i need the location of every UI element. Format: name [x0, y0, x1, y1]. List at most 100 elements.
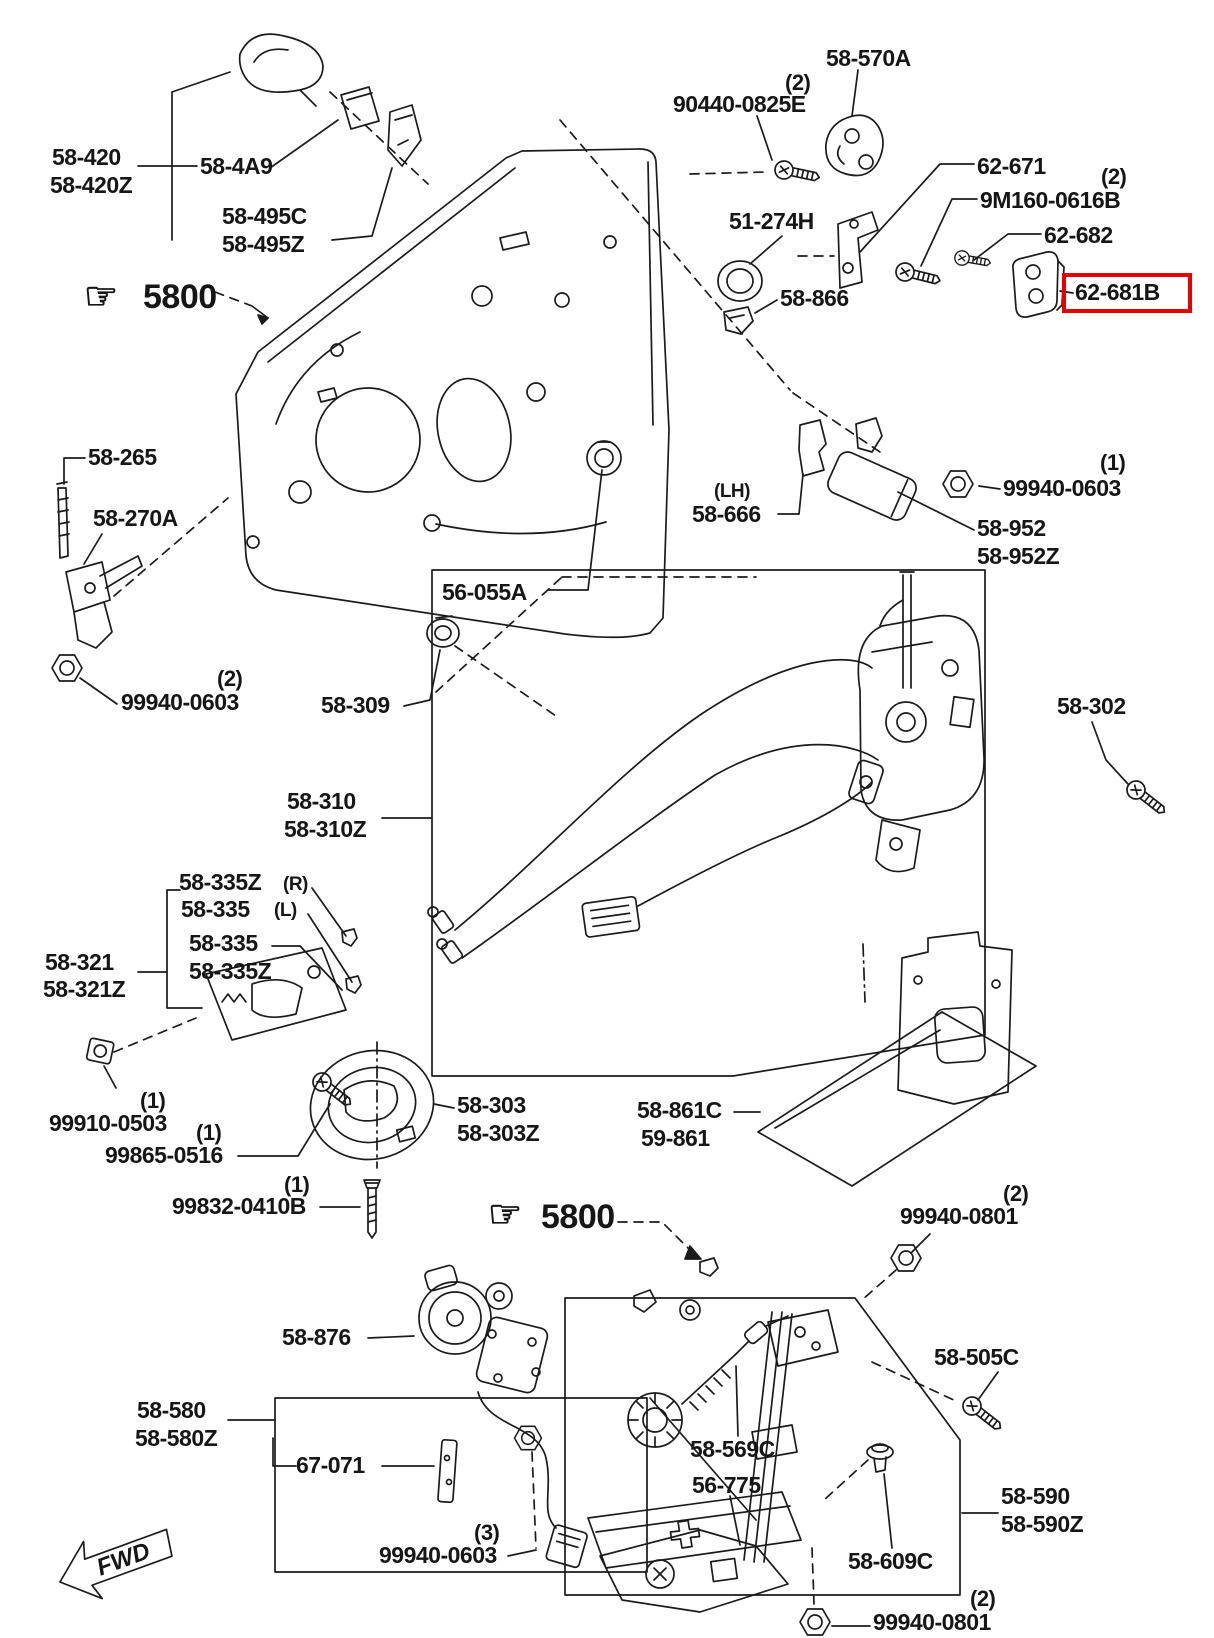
- part-label-21-99940-0603: 99940-0603: [1003, 475, 1121, 501]
- part-label-5-5800: 5800: [143, 278, 217, 316]
- part-label-36-58-335Z: 58-335Z: [189, 958, 272, 984]
- nut-99940-0801-bottom: [799, 1547, 871, 1636]
- part-label-8-58-570A: 58-570A: [826, 45, 911, 71]
- part-label-46-58-303Z: 58-303Z: [457, 1120, 540, 1146]
- part-label-24-56-055A: 56-055A: [442, 579, 527, 605]
- part-label-35-58-335: 58-335: [189, 930, 258, 956]
- door-inner-panel: [235, 148, 670, 639]
- part-label-40-99910-0503: 99910-0503: [49, 1110, 167, 1136]
- part-label-13-62-681B: 62-681B: [1075, 279, 1160, 305]
- part-label-58--2-: (2): [1003, 1181, 1029, 1206]
- part-label-53-67-071: 67-071: [296, 1452, 365, 1478]
- part-label-18--LH-: (LH): [714, 481, 750, 502]
- part-label-20--1-: (1): [1100, 450, 1126, 475]
- part-label-15-58-866: 58-866: [780, 285, 849, 311]
- part-label-41--1-: (1): [196, 1120, 222, 1145]
- door-striker: [689, 69, 884, 177]
- nut-99910-0503: [85, 1017, 197, 1089]
- inner-handle-bracket: [137, 887, 362, 1041]
- part-label-38-58-321Z: 58-321Z: [43, 976, 126, 1002]
- part-label-12-62-682: 62-682: [1044, 222, 1113, 248]
- part-label-51-58-580: 58-580: [137, 1397, 206, 1423]
- part-label-39--1-: (1): [140, 1088, 166, 1113]
- part-label-55-99940-0603: 99940-0603: [379, 1542, 497, 1568]
- part-label-47-58-861C: 58-861C: [637, 1097, 722, 1123]
- grommet-51-274H: [717, 235, 783, 302]
- outer-door-handle: [238, 33, 429, 185]
- part-label-61-58-590: 58-590: [1001, 1483, 1070, 1509]
- part-label-31-58-335Z: 58-335Z: [179, 869, 262, 895]
- part-label-52-58-580Z: 58-580Z: [135, 1425, 218, 1451]
- part-label-63-58-609C: 58-609C: [848, 1548, 933, 1574]
- grommet-58-309: [403, 615, 557, 717]
- part-label-32--R-: (R): [283, 874, 308, 895]
- part-label-43--1-: (1): [284, 1172, 310, 1197]
- part-label-65-99940-0801: 99940-0801: [873, 1609, 991, 1635]
- latch-assembly-box: [381, 569, 986, 1077]
- part-label-37-58-321: 58-321: [45, 949, 114, 975]
- clip-58-866: [723, 299, 778, 335]
- screw-99865-0516: [237, 1068, 357, 1157]
- hinge-bracket-62-671: [797, 163, 1042, 291]
- block-58-952: [827, 417, 975, 531]
- window-motor-58-876: [367, 1264, 549, 1394]
- part-label-29-58-310Z: 58-310Z: [284, 816, 367, 842]
- fwd-arrow: FWD: [59, 1528, 173, 1600]
- part-label-44-99832-0410B: 99832-0410B: [172, 1193, 306, 1219]
- part-label-48-59-861: 59-861: [641, 1125, 710, 1151]
- seal-58-666: [777, 419, 827, 515]
- part-label-10--2-: (2): [1101, 164, 1127, 189]
- screw-90440: [756, 115, 822, 188]
- part-label-17-58-270A: 58-270A: [93, 505, 178, 531]
- hand-pointer-icon: ☞: [84, 276, 119, 318]
- part-label-1-58-420Z: 58-420Z: [50, 172, 133, 198]
- nut-99940-0801-top: [861, 1233, 931, 1301]
- part-label-6--2-: (2): [785, 70, 811, 95]
- highlight-box: [1062, 273, 1192, 313]
- part-label-22-58-952: 58-952: [977, 515, 1046, 541]
- bolt-58-505C: [871, 1361, 1007, 1437]
- part-label-34--L-: (L): [274, 900, 297, 921]
- part-label-3-58-495C: 58-495C: [222, 203, 307, 229]
- part-label-54--3-: (3): [474, 1520, 500, 1545]
- part-label-27-58-309: 58-309: [321, 692, 390, 718]
- screw-58-302: [1091, 721, 1171, 821]
- part-label-2-58-4A9: 58-4A9: [200, 153, 273, 179]
- part-label-7-90440-0825E: 90440-0825E: [673, 91, 806, 117]
- part-label-50-58-876: 58-876: [282, 1324, 351, 1350]
- part-label-0-58-420: 58-420: [52, 144, 121, 170]
- nut-99940-0603-right: [942, 470, 1001, 498]
- part-label-49-5800: 5800: [541, 1198, 615, 1236]
- hand-pointer-icon: ☞: [488, 1194, 523, 1236]
- part-label-14-51-274H: 51-274H: [729, 208, 814, 234]
- grommet-56-055A: [547, 440, 622, 591]
- door-check-assembly: [56, 457, 229, 649]
- screw-99832-0410B: [319, 1041, 381, 1239]
- part-label-62-58-590Z: 58-590Z: [1001, 1511, 1084, 1537]
- part-label-57-56-775: 56-775: [692, 1472, 761, 1498]
- part-label-33-58-335: 58-335: [181, 896, 250, 922]
- trim-panels: [733, 931, 1037, 1187]
- part-label-28-58-310: 58-310: [287, 788, 356, 814]
- part-label-26-99940-0603: 99940-0603: [121, 689, 239, 715]
- part-label-45-58-303: 58-303: [457, 1092, 526, 1118]
- part-label-56-58-569C: 58-569C: [690, 1436, 775, 1462]
- part-label-30-58-302: 58-302: [1057, 693, 1126, 719]
- wiring-box-58-580: [227, 1391, 648, 1573]
- part-label-42-99865-0516: 99865-0516: [105, 1142, 223, 1168]
- stud-58-609C: [823, 1443, 894, 1549]
- part-label-9-62-671: 62-671: [977, 153, 1046, 179]
- nut-99940-0603-left: [51, 654, 118, 705]
- part-label-64--2-: (2): [970, 1586, 996, 1611]
- fwd-label: FWD: [93, 1537, 154, 1581]
- part-label-11-9M160-0616B: 9M160-0616B: [980, 187, 1121, 213]
- part-label-59-99940-0801: 99940-0801: [900, 1203, 1018, 1229]
- part-label-4-58-495Z: 58-495Z: [222, 231, 305, 257]
- inner-handle-bezel: [309, 1049, 455, 1161]
- part-label-60-58-505C: 58-505C: [934, 1344, 1019, 1370]
- part-label-25--2-: (2): [217, 666, 243, 691]
- part-label-23-58-952Z: 58-952Z: [977, 543, 1060, 569]
- part-label-19-58-666: 58-666: [692, 501, 761, 527]
